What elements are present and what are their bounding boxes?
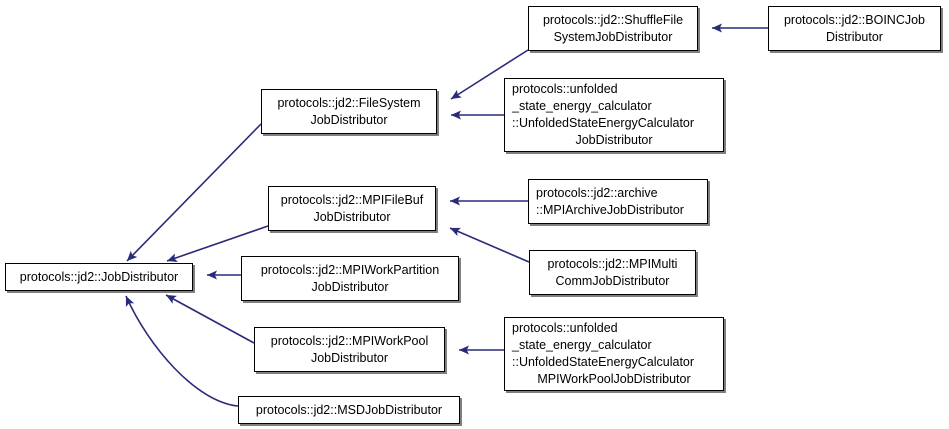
class-node-label: JobDistributor: [575, 133, 653, 147]
class-node-label: JobDistributor: [310, 112, 388, 127]
class-node-label: protocols::jd2::BOINCJob: [783, 12, 926, 27]
class-node-label: protocols::unfolded: [512, 321, 618, 335]
class-node-boincjobdistributor[interactable]: protocols::jd2::BOINCJob Distributor: [768, 6, 941, 51]
class-node-label: _state_energy_calculator: [512, 99, 652, 113]
class-node-label: protocols::jd2::FileSystem: [277, 95, 421, 110]
class-node-label: protocols::jd2::MPIFileBuf: [280, 192, 424, 207]
class-node-label: ::MPIArchiveJobDistributor: [536, 202, 684, 217]
class-node-unfoldedstateenergycalculatormpiworkpooljobdistributor[interactable]: protocols::unfolded _state_energy_calcul…: [504, 317, 724, 391]
class-node-label: protocols::jd2::MPIWorkPool: [270, 333, 429, 348]
edge-mpiworkpool-to-jobdistributor: [165, 294, 255, 344]
class-node-mpiworkpooljobdistributor[interactable]: protocols::jd2::MPIWorkPool JobDistribut…: [254, 327, 445, 372]
class-node-mpifilebufjobdistributor[interactable]: protocols::jd2::MPIFileBuf JobDistributo…: [268, 186, 436, 231]
class-node-label: protocols::jd2::archive: [536, 185, 658, 200]
class-node-mpimulticommjobdistributor[interactable]: protocols::jd2::MPIMulti CommJobDistribu…: [529, 250, 696, 295]
class-node-mpiworkpartitionjobdistributor[interactable]: protocols::jd2::MPIWorkPartition JobDist…: [241, 256, 459, 301]
edge-shufflefilesystem-to-filesystem: [450, 49, 529, 100]
class-node-jobdistributor[interactable]: protocols::jd2::JobDistributor: [5, 263, 193, 291]
edge-mpifilebuf-to-jobdistributor: [166, 225, 269, 262]
class-node-label: JobDistributor: [311, 279, 389, 294]
class-node-label: JobDistributor: [313, 209, 391, 224]
class-node-label: ::UnfoldedStateEnergyCalculator: [512, 355, 695, 369]
class-node-shufflefilesystemjobdistributor[interactable]: protocols::jd2::ShuffleFile SystemJobDis…: [528, 6, 698, 51]
class-node-label: protocols::jd2::MPIMulti: [547, 256, 678, 271]
class-node-label: JobDistributor: [310, 350, 389, 365]
edge-msd-to-jobdistributor: [125, 295, 239, 407]
class-node-label: protocols::jd2::MPIWorkPartition: [260, 262, 440, 277]
edge-filesystem-to-jobdistributor: [126, 123, 262, 262]
class-node-label: _state_energy_calculator: [512, 338, 652, 352]
class-node-label: MPIWorkPoolJobDistributor: [537, 372, 691, 386]
class-node-label: protocols::jd2::MSDJobDistributor: [255, 402, 443, 417]
class-node-label: SystemJobDistributor: [553, 29, 673, 44]
class-node-label: protocols::jd2::JobDistributor: [19, 269, 179, 284]
class-node-msdjobdistributor[interactable]: protocols::jd2::MSDJobDistributor: [238, 396, 460, 424]
class-node-unfoldedstateenergycalculatorjobdistributor[interactable]: protocols::unfolded _state_energy_calcul…: [504, 78, 724, 152]
class-node-mpiarchivejobdistributor[interactable]: protocols::jd2::archive ::MPIArchiveJobD…: [528, 179, 708, 224]
edge-mpimulticomm-to-mpifilebuf: [449, 227, 530, 263]
class-node-label: CommJobDistributor: [555, 273, 670, 288]
class-node-label: protocols::jd2::ShuffleFile: [542, 12, 684, 27]
class-node-label: ::UnfoldedStateEnergyCalculator: [512, 116, 695, 130]
class-node-label: Distributor: [826, 29, 883, 44]
class-node-label: protocols::unfolded: [512, 82, 618, 96]
class-node-filesystemjobdistributor[interactable]: protocols::jd2::FileSystem JobDistributo…: [261, 89, 437, 134]
